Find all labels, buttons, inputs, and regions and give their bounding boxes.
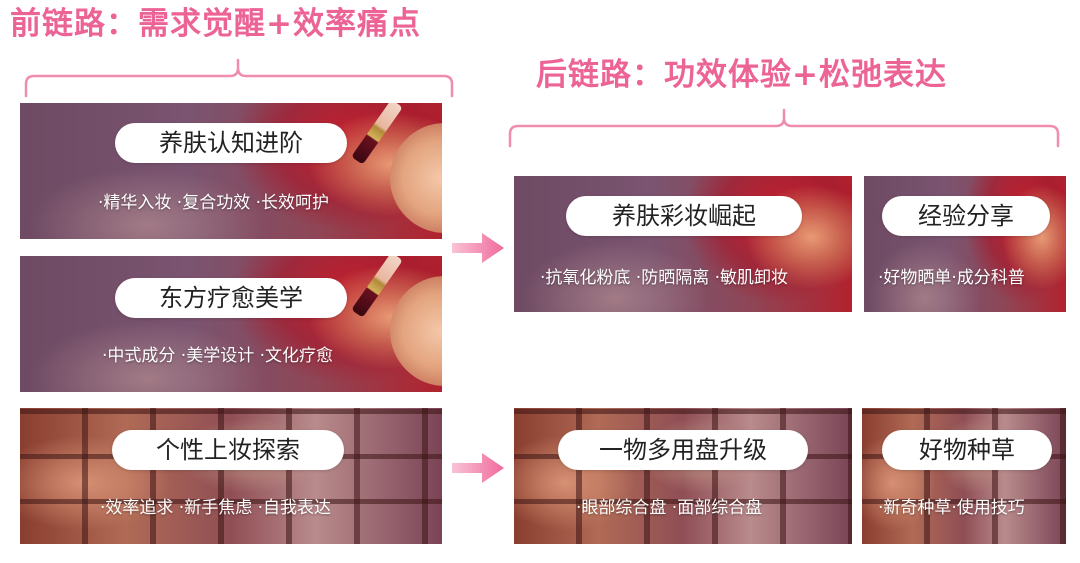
front-chain-brace	[24, 58, 454, 98]
card-items: ·新奇种草·使用技巧	[878, 498, 1025, 518]
card-items: ·好物晒单·成分科普	[878, 268, 1025, 288]
card-title: 养肤认知进阶	[115, 123, 347, 163]
powder-pot-image	[390, 123, 442, 233]
back-card-skincare-makeup-rise: 养肤彩妆崛起 ·抗氧化粉底 ·防晒隔离 ·敏肌卸妆	[514, 176, 852, 312]
card-title: 经验分享	[882, 196, 1050, 236]
back-chain-brace	[508, 108, 1060, 148]
card-title: 好物种草	[882, 430, 1052, 470]
right-arrow-icon	[452, 453, 504, 483]
powder-pot-image	[390, 276, 442, 386]
back-card-product-seeding: 好物种草 ·新奇种草·使用技巧	[862, 408, 1066, 544]
card-items: ·眼部综合盘 ·面部综合盘	[576, 498, 763, 518]
front-card-skincare-cognition: 养肤认知进阶 ·精华入妆 ·复合功效 ·长效呵护	[20, 103, 442, 239]
card-title: 个性上妆探索	[112, 430, 344, 470]
front-card-oriental-healing: 东方疗愈美学 ·中式成分 ·美学设计 ·文化疗愈	[20, 256, 442, 392]
card-items: ·抗氧化粉底 ·防晒隔离 ·敏肌卸妆	[540, 268, 789, 288]
card-items: ·精华入妆 ·复合功效 ·长效呵护	[98, 193, 330, 213]
right-arrow-icon	[452, 233, 504, 263]
back-card-experience-sharing: 经验分享 ·好物晒单·成分科普	[864, 176, 1066, 312]
back-card-multi-use-palette: 一物多用盘升级 ·眼部综合盘 ·面部综合盘	[514, 408, 852, 544]
card-title: 养肤彩妆崛起	[566, 196, 802, 236]
card-items: ·效率追求 ·新手焦虑 ·自我表达	[100, 498, 332, 518]
card-title: 东方疗愈美学	[115, 278, 347, 318]
card-title: 一物多用盘升级	[558, 430, 808, 470]
card-items: ·中式成分 ·美学设计 ·文化疗愈	[102, 346, 334, 366]
front-card-makeup-exploration: 个性上妆探索 ·效率追求 ·新手焦虑 ·自我表达	[20, 408, 442, 544]
front-chain-title: 前链路：需求觉醒+效率痛点	[10, 6, 421, 42]
back-chain-title: 后链路：功效体验+松弛表达	[536, 57, 947, 93]
